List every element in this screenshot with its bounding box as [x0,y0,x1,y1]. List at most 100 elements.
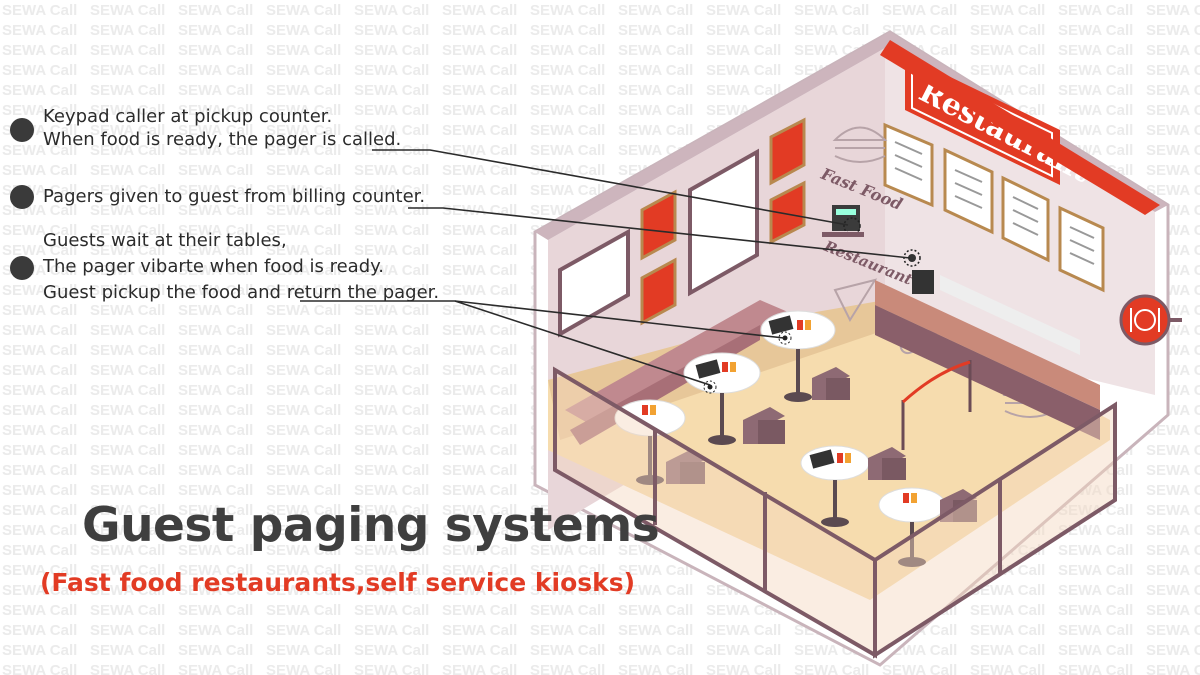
watermark-text: SEWA Call [266,182,342,199]
watermark-text: SEWA Call [266,622,342,639]
watermark-text: SEWA Call [442,362,518,379]
watermark-text: SEWA Call [178,602,254,619]
watermark-text: SEWA Call [706,42,782,59]
watermark-text: SEWA Call [90,522,166,539]
watermark-text: SEWA Call [2,162,78,179]
watermark-text: SEWA Call [2,362,78,379]
watermark-text: SEWA Call [1146,422,1200,439]
burger-icon [832,126,888,163]
watermark-text: SEWA Call [178,622,254,639]
watermark-text: SEWA Call [178,662,254,675]
watermark-text: SEWA Call [354,122,430,139]
watermark-text: SEWA Call [618,102,694,119]
watermark-text: SEWA Call [442,582,518,599]
watermark-text: SEWA Call [178,162,254,179]
watermark-text: SEWA Call [1146,42,1200,59]
watermark-text: SEWA Call [178,502,254,519]
watermark-text: SEWA Call [90,2,166,19]
watermark-text: SEWA Call [530,122,606,139]
watermark-text: SEWA Call [90,22,166,39]
watermark-text: SEWA Call [90,162,166,179]
watermark-text: SEWA Call [442,402,518,419]
watermark-text: SEWA Call [442,22,518,39]
watermark-text: SEWA Call [266,642,342,659]
watermark-text: SEWA Call [354,542,430,559]
watermark-text: SEWA Call [2,402,78,419]
watermark-text: SEWA Call [178,122,254,139]
callout-tables-line-3: Guest pickup the food and return the pag… [43,282,440,303]
pizza-icon [833,278,878,323]
watermark-text: SEWA Call [90,442,166,459]
watermark-text: SEWA Call [266,242,342,259]
watermark-text: SEWA Call [706,642,782,659]
watermark-text: SEWA Call [266,462,342,479]
watermark-text: SEWA Call [442,62,518,79]
watermark-text: SEWA Call [530,2,606,19]
watermark-text: SEWA Call [266,262,342,279]
watermark-text: SEWA Call [1058,542,1134,559]
watermark-text: SEWA Call [90,222,166,239]
watermark-text: SEWA Call [354,442,430,459]
watermark-text: SEWA Call [354,242,430,259]
watermark-text: SEWA Call [530,62,606,79]
watermark-text: SEWA Call [442,482,518,499]
watermark-text: SEWA Call [178,522,254,539]
watermark-text: SEWA Call [1058,82,1134,99]
watermark-text: SEWA Call [2,62,78,79]
watermark-text: SEWA Call [2,82,78,99]
watermark-text: SEWA Call [178,42,254,59]
bullet-icon [10,118,34,142]
watermark-text: SEWA Call [266,442,342,459]
watermark-text: SEWA Call [178,402,254,419]
watermark-text: SEWA Call [2,142,78,159]
watermark-text: SEWA Call [882,2,958,19]
watermark-text: SEWA Call [706,22,782,39]
watermark-text: SEWA Call [90,482,166,499]
watermark-text: SEWA Call [1058,582,1134,599]
watermark-text: SEWA Call [354,62,430,79]
watermark-text: SEWA Call [442,202,518,219]
watermark-text: SEWA Call [266,62,342,79]
watermark-text: SEWA Call [178,62,254,79]
watermark-text: SEWA Call [90,242,166,259]
watermark-text: SEWA Call [266,362,342,379]
watermark-text: SEWA Call [1146,462,1200,479]
pager-icon [768,315,794,345]
watermark-text: SEWA Call [178,562,254,579]
watermark-text: SEWA Call [2,642,78,659]
watermark-text: SEWA Call [354,502,430,519]
watermark-text: SEWA Call [354,162,430,179]
watermark-text: SEWA Call [90,542,166,559]
watermark-text: SEWA Call [1058,642,1134,659]
watermark-text: SEWA Call [2,242,78,259]
watermark-text: SEWA Call [354,302,430,319]
watermark-text: SEWA Call [90,102,166,119]
watermark-text: SEWA Call [178,102,254,119]
watermark-text: SEWA Call [178,442,254,459]
table [878,487,946,567]
watermark-text: SEWA Call [266,202,342,219]
watermark-text: SEWA Call [530,22,606,39]
watermark-text: SEWA Call [970,622,1046,639]
wall-paintings [640,117,806,326]
watermark-text: SEWA Call [354,182,430,199]
table [800,445,870,527]
watermark-text: SEWA Call [266,282,342,299]
watermark-text: SEWA Call [90,282,166,299]
watermark-text: SEWA Call [442,522,518,539]
watermark-text: SEWA Call [1146,542,1200,559]
watermark-text: SEWA Call [530,642,606,659]
watermark-text: SEWA Call [90,122,166,139]
watermark-text: SEWA Call [2,282,78,299]
watermark-text: SEWA Call [354,462,430,479]
callout-line-keypad [372,149,849,226]
watermark-text: SEWA Call [442,262,518,279]
watermark-text: SEWA Call [1146,442,1200,459]
watermark-text: SEWA Call [2,462,78,479]
watermark-text: SEWA Call [178,282,254,299]
watermark-text: SEWA Call [530,582,606,599]
watermark-text: SEWA Call [530,162,606,179]
watermark-text: SEWA Call [90,62,166,79]
watermark-text: SEWA Call [794,662,870,675]
